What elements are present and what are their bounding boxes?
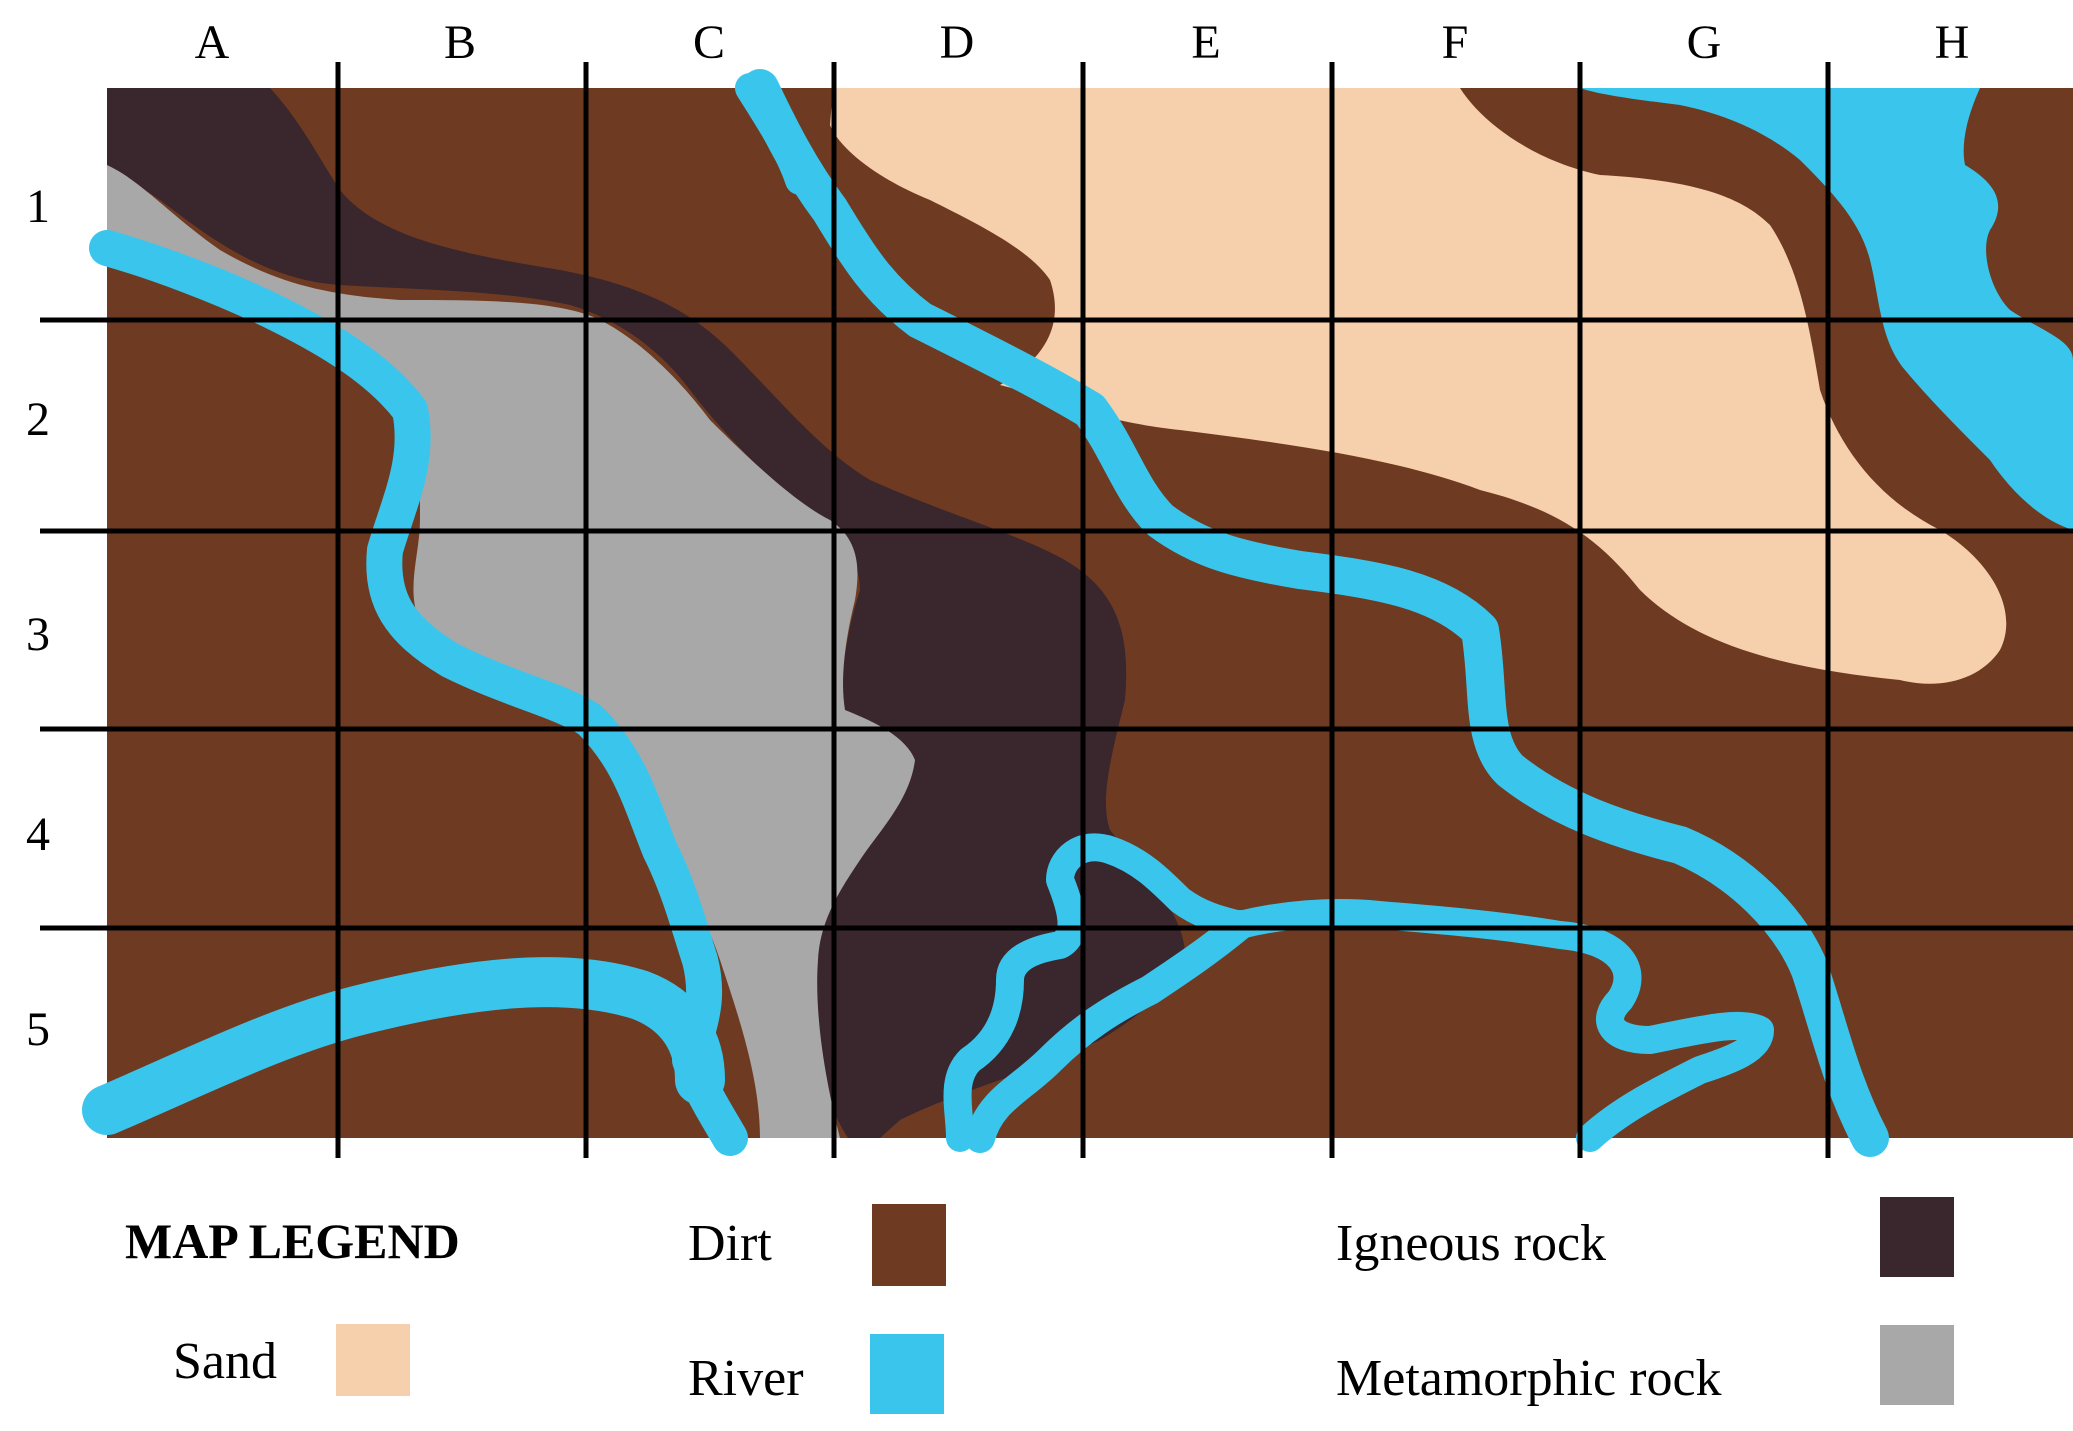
- column-label-b: B: [444, 16, 476, 69]
- column-label-e: E: [1191, 16, 1220, 69]
- legend-label-igneous: Igneous rock: [1336, 1215, 1606, 1272]
- column-label-g: G: [1687, 16, 1722, 69]
- column-label-c: C: [693, 16, 725, 69]
- column-label-a: A: [195, 16, 230, 69]
- river-loop: [965, 910, 1255, 1153]
- row-label-5: 5: [26, 1003, 50, 1056]
- column-label-f: F: [1442, 16, 1469, 69]
- legend-swatch-metamorphic: [1880, 1325, 1954, 1405]
- legend-label-dirt: Dirt: [688, 1215, 772, 1272]
- legend-swatch-river: [870, 1334, 944, 1414]
- legend-swatch-sand: [336, 1324, 410, 1396]
- terrain-igneous: [107, 88, 1185, 1138]
- river-northeast: [1580, 88, 2073, 530]
- row-label-2: 2: [26, 393, 50, 446]
- river-tributary: [943, 833, 1774, 1152]
- river-west: [89, 230, 748, 1156]
- row-label-1: 1: [26, 180, 50, 233]
- terrain-sand: [830, 88, 2007, 684]
- row-label-3: 3: [26, 608, 50, 661]
- column-label-h: H: [1935, 16, 1970, 69]
- grid-lines: [40, 62, 2073, 1158]
- column-label-d: D: [940, 16, 975, 69]
- legend-label-river: River: [688, 1350, 804, 1407]
- legend-label-metamorphic: Metamorphic rock: [1336, 1350, 1722, 1407]
- row-label-4: 4: [26, 808, 50, 861]
- legend-label-sand: Sand: [173, 1333, 277, 1390]
- river-southwest: [82, 957, 725, 1135]
- river-north-stub: [735, 73, 815, 195]
- terrain-metamorphic: [107, 165, 915, 1138]
- map-legend: MAP LEGEND Sand Dirt River Igneous rock …: [125, 1197, 1954, 1414]
- row-labels: 1 2 3 4 5: [26, 180, 50, 1056]
- legend-swatch-dirt: [872, 1204, 946, 1286]
- legend-swatch-igneous: [1880, 1197, 1954, 1277]
- legend-title: MAP LEGEND: [125, 1213, 460, 1269]
- column-labels: A B C D E F G H: [195, 16, 1970, 69]
